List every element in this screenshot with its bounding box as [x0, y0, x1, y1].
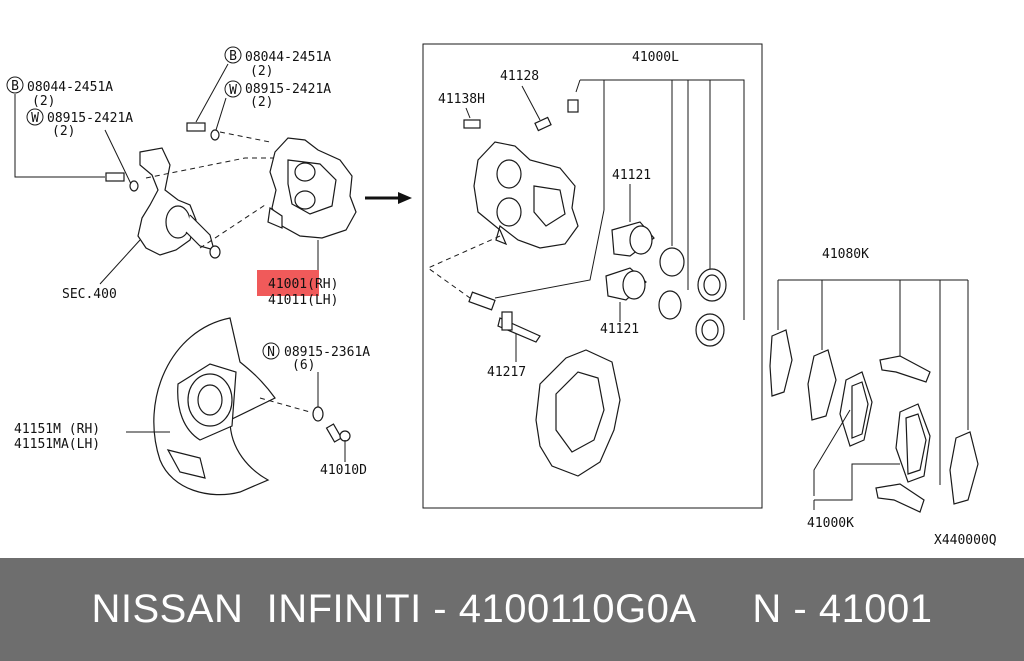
label-41217: 41217 — [487, 365, 526, 380]
svg-text:(2): (2) — [52, 124, 75, 139]
caliper-assembly-small — [267, 137, 357, 239]
steering-knuckle — [137, 147, 221, 259]
label-41138h: 41138H — [438, 92, 485, 107]
clip-2 — [875, 483, 925, 513]
svg-text:08044-2451A: 08044-2451A — [245, 50, 331, 65]
label-41121-top: 41121 — [612, 168, 651, 183]
washer-label-left: W 08915-2421A (2) — [26, 108, 133, 139]
label-41128: 41128 — [500, 69, 539, 84]
parts-diagram: B 08044-2451A (2) W 08915-2421A (2) B 08… — [6, 43, 997, 548]
guide-pin — [468, 291, 541, 343]
svg-text:B: B — [229, 49, 237, 64]
caliper-bracket — [535, 349, 621, 477]
bolt-41010d — [325, 423, 351, 443]
svg-text:08915-2421A: 08915-2421A — [47, 111, 133, 126]
reference-code: X440000Q — [934, 533, 997, 548]
piston-upper — [611, 221, 655, 257]
label-41011: 41011(LH) — [268, 293, 338, 308]
bleeder-screw — [534, 99, 579, 132]
label-41151m: 41151M (RH) — [14, 422, 100, 437]
washer-n — [312, 406, 324, 422]
shim-3 — [949, 431, 979, 505]
arrow-icon — [365, 192, 412, 204]
svg-text:B: B — [11, 79, 19, 94]
label-41080k: 41080K — [822, 247, 869, 262]
seal-1 — [659, 247, 685, 277]
label-41151ma: 41151MA(LH) — [14, 437, 100, 452]
svg-text:W: W — [229, 83, 237, 98]
seal-2 — [658, 290, 682, 320]
bolt-label-left: B 08044-2451A (2) — [6, 76, 113, 109]
label-41001: 41001(RH) — [268, 277, 338, 292]
svg-text:08915-2361A: 08915-2361A — [284, 345, 370, 360]
label-41121-bottom: 41121 — [600, 322, 639, 337]
svg-text:W: W — [31, 111, 39, 126]
label-41000k: 41000K — [807, 516, 854, 531]
clip-1 — [879, 355, 931, 383]
bolt-small-1 — [105, 172, 139, 192]
shim-1 — [769, 329, 793, 397]
splash-shield — [153, 317, 276, 496]
bolt-small-2 — [186, 122, 220, 141]
pad-1 — [839, 371, 873, 447]
footer-part-number: NISSAN INFINITI - 4100110G0A N - 41001 — [91, 587, 933, 631]
part-highlight — [257, 270, 319, 296]
svg-text:(2): (2) — [32, 94, 55, 109]
exploded-view-frame — [422, 43, 763, 509]
bolt-label-top: B 08044-2451A (2) — [224, 46, 331, 79]
footer-bar: NISSAN INFINITI - 4100110G0A N - 41001 — [0, 558, 1024, 661]
label-41000l: 41000L — [632, 50, 679, 65]
svg-text:08915-2421A: 08915-2421A — [245, 82, 331, 97]
washer-label-n: N 08915-2361A (6) — [262, 342, 370, 373]
sec-label: SEC.400 — [62, 287, 117, 302]
caliper-body — [473, 141, 579, 249]
label-41010d: 41010D — [320, 463, 367, 478]
piston-lower — [605, 267, 647, 301]
svg-text:(2): (2) — [250, 95, 273, 110]
shim-2 — [807, 349, 837, 421]
bolt-41138h — [463, 119, 481, 129]
svg-text:(2): (2) — [250, 64, 273, 79]
svg-text:(6): (6) — [292, 358, 315, 373]
pad-2 — [895, 403, 931, 483]
svg-text:N: N — [267, 345, 275, 360]
washer-label-top: W 08915-2421A (2) — [224, 80, 331, 110]
svg-text:08044-2451A: 08044-2451A — [27, 80, 113, 95]
